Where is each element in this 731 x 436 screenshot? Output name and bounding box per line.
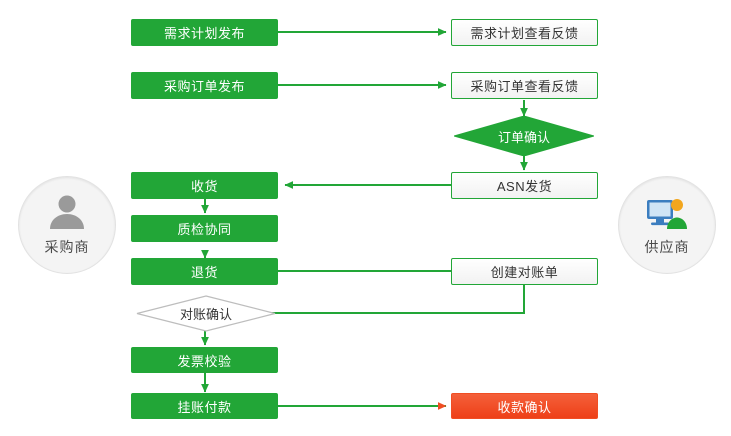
diamond-shape	[454, 116, 594, 156]
node-asn-shipment[interactable]: ASN发货	[451, 172, 598, 199]
node-label: 发票校验	[177, 353, 232, 369]
node-label: 需求计划查看反馈	[470, 26, 579, 41]
node-return-goods[interactable]: 退货	[131, 258, 278, 285]
person-at-computer-icon	[647, 199, 687, 229]
node-label: 收款确认	[497, 399, 552, 415]
actor-buyer: 采购商	[18, 176, 116, 274]
node-invoice-verify[interactable]: 发票校验	[131, 347, 278, 373]
node-reconciliation-confirm[interactable]: 对账确认	[136, 295, 276, 332]
node-label: 退货	[190, 265, 218, 280]
node-demand-plan-review[interactable]: 需求计划查看反馈	[451, 19, 598, 46]
node-label: 创建对账单	[490, 265, 559, 280]
node-label: 挂账付款	[177, 399, 232, 415]
node-label: 需求计划发布	[163, 26, 245, 41]
node-order-confirm[interactable]: 订单确认	[454, 116, 594, 156]
diamond-shape	[136, 295, 276, 332]
node-label: ASN发货	[496, 179, 553, 194]
actor-supplier: 供应商	[618, 176, 716, 274]
node-label: 订单确认	[497, 129, 550, 145]
node-quality-inspection[interactable]: 质检协同	[131, 215, 278, 242]
node-payment-posting[interactable]: 挂账付款	[131, 393, 278, 419]
node-receive-goods[interactable]: 收货	[131, 172, 278, 199]
node-label: 采购订单发布	[163, 79, 245, 94]
node-demand-plan-publish[interactable]: 需求计划发布	[131, 19, 278, 46]
actor-buyer-label: 采购商	[44, 239, 90, 255]
node-label: 采购订单查看反馈	[470, 79, 579, 94]
person-icon	[50, 195, 84, 229]
actor-supplier-label: 供应商	[644, 239, 690, 255]
node-purchase-order-publish[interactable]: 采购订单发布	[131, 72, 278, 99]
node-purchase-order-review[interactable]: 采购订单查看反馈	[451, 72, 598, 99]
node-create-reconciliation[interactable]: 创建对账单	[451, 258, 598, 285]
node-label: 收货	[190, 179, 218, 194]
node-label: 对账确认	[179, 307, 232, 322]
node-label: 质检协同	[177, 222, 232, 237]
node-receipt-confirm[interactable]: 收款确认	[451, 393, 598, 419]
